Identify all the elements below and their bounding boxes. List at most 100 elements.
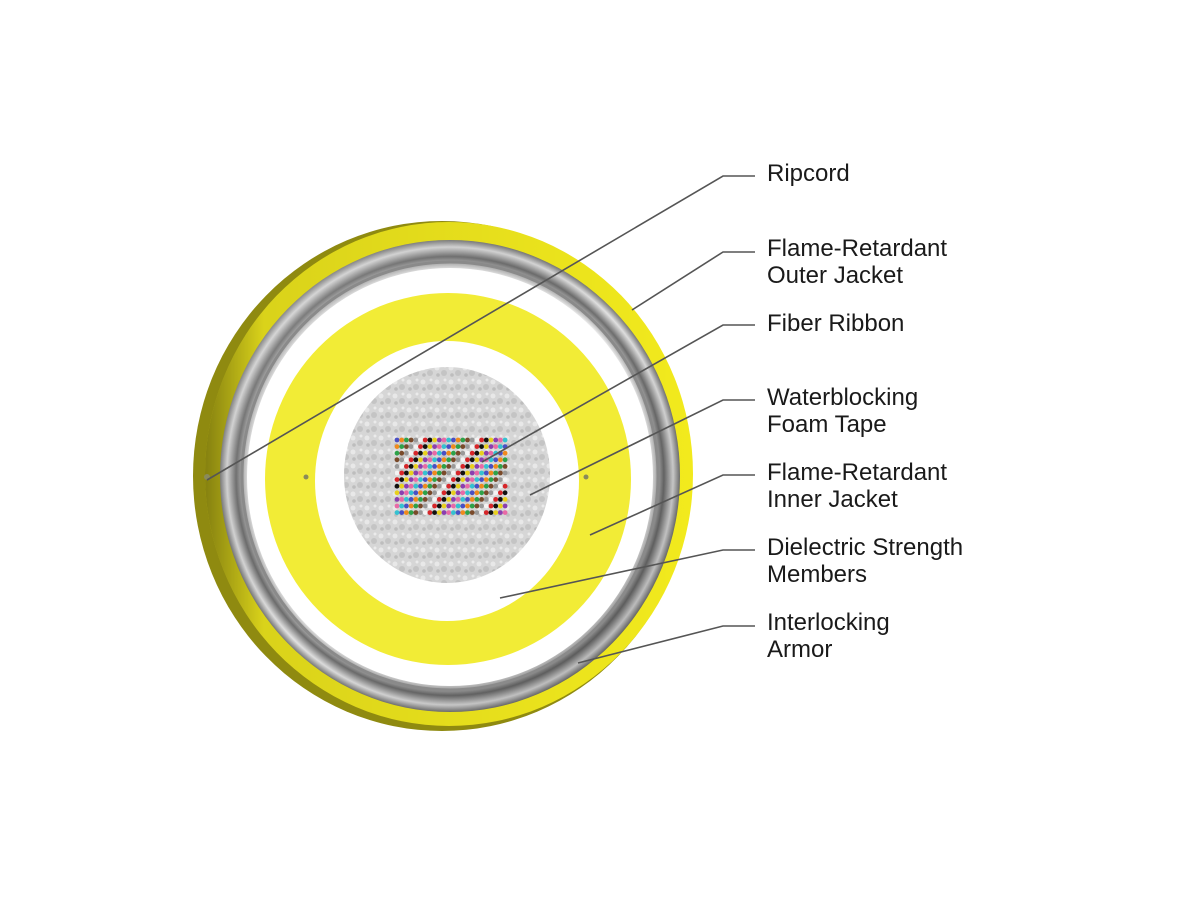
fiber-dot — [399, 437, 405, 443]
fiber-dot — [399, 510, 405, 515]
fiber-dot — [394, 464, 400, 469]
fiber-dot — [469, 503, 475, 509]
fiber-dot — [422, 490, 428, 496]
fiber-dot — [394, 444, 400, 449]
fiber-dot — [427, 470, 433, 476]
ripcord-dot — [303, 474, 309, 480]
fiber-dot — [479, 477, 484, 482]
fiber-dot — [432, 444, 437, 449]
fiber-dot — [413, 457, 419, 463]
fiber-dot — [436, 470, 442, 476]
fiber-dot — [427, 437, 433, 443]
fiber-dot — [427, 457, 433, 463]
fiber-dot — [436, 444, 442, 449]
fiber-dot — [432, 437, 437, 443]
fiber-dot — [413, 437, 419, 443]
fiber-dot — [436, 477, 442, 482]
fiber-dot — [460, 503, 466, 509]
armor-inner-edge — [240, 260, 660, 692]
fiber-dot — [493, 437, 499, 443]
fiber-dot — [460, 450, 466, 456]
fiber-dot — [418, 444, 423, 449]
label-outer-jacket-line1: Flame-Retardant — [767, 235, 947, 262]
fiber-dot — [413, 497, 419, 502]
fiber-dot — [451, 470, 456, 476]
fiber-dot — [474, 497, 480, 502]
fiber-dot — [483, 437, 489, 443]
fiber-dot — [498, 470, 503, 476]
fiber-dot — [469, 450, 475, 456]
fiber-dot — [455, 457, 461, 463]
fiber-dot — [488, 510, 494, 515]
fiber-dot — [455, 470, 461, 476]
fiber-dot — [479, 510, 484, 515]
fiber-dot — [436, 490, 442, 496]
fiber-dot — [446, 477, 452, 482]
fiber-dot — [474, 457, 480, 463]
fiber-dot — [502, 457, 508, 463]
fiber-dot — [455, 464, 461, 469]
fiber-dot — [422, 477, 428, 482]
fiber-dot — [488, 444, 494, 449]
leader-line-fiber-ribbon — [481, 324, 755, 463]
fiber-dot — [427, 464, 433, 469]
fiber-dot — [422, 470, 428, 476]
fiber-dot — [483, 490, 489, 496]
fiber-dot — [498, 444, 503, 449]
fiber-dot — [446, 457, 452, 463]
fiber-dot — [404, 450, 409, 456]
fiber-dot — [441, 510, 447, 515]
fiber-dot — [418, 497, 423, 502]
fiber-dot — [493, 490, 499, 496]
fiber-dot — [446, 510, 452, 515]
fiber-dot — [483, 464, 489, 469]
fiber-dot — [404, 464, 409, 469]
fiber-dot — [479, 490, 484, 496]
fiber-dot — [469, 444, 475, 449]
fiber-dot — [408, 510, 414, 515]
fiber-dot — [418, 503, 423, 509]
fiber-dot — [441, 450, 447, 456]
fiber-dot — [483, 470, 489, 476]
fiber-dot — [465, 444, 470, 449]
fiber-dot — [455, 490, 461, 496]
fiber-dot — [488, 477, 494, 482]
fiber-dot — [483, 450, 489, 456]
fiber-dot — [404, 477, 409, 482]
fiber-dot — [455, 437, 461, 443]
fiber-dot — [474, 490, 480, 496]
fiber-dot — [465, 437, 470, 443]
fiber-dot — [399, 457, 405, 463]
fiber-dot — [502, 450, 508, 456]
fiber-dot — [460, 497, 466, 502]
fiber-dot — [455, 510, 461, 515]
fiber-dot — [446, 464, 452, 469]
fiber-dot — [451, 483, 456, 489]
fiber-dot — [446, 490, 452, 496]
fiber-dot — [408, 450, 414, 456]
fiber-dot — [455, 497, 461, 502]
fiber-dot — [474, 437, 480, 443]
fiber-dot — [455, 477, 461, 482]
fiber-dot — [404, 457, 409, 463]
fiber-dot — [418, 490, 423, 496]
fiber-dot — [446, 470, 452, 476]
fiber-dot — [394, 470, 400, 476]
fiber-dot — [493, 477, 499, 482]
fiber-dot — [399, 497, 405, 502]
fiber-dot — [394, 483, 400, 489]
fiber-dot — [451, 490, 456, 496]
fiber-dot — [446, 483, 452, 489]
fiber-dot — [418, 437, 423, 443]
fiber-dot — [460, 483, 466, 489]
fiber-dot — [451, 510, 456, 515]
fiber-dot — [474, 477, 480, 482]
label-inner-jacket-line2: Inner Jacket — [767, 486, 898, 513]
fiber-dot — [418, 450, 423, 456]
fiber-dot — [474, 470, 480, 476]
fiber-dot — [488, 464, 494, 469]
fiber-dot — [493, 510, 499, 515]
fiber-dot — [422, 464, 428, 469]
fiber-dot — [502, 437, 508, 443]
fiber-dot — [427, 450, 433, 456]
